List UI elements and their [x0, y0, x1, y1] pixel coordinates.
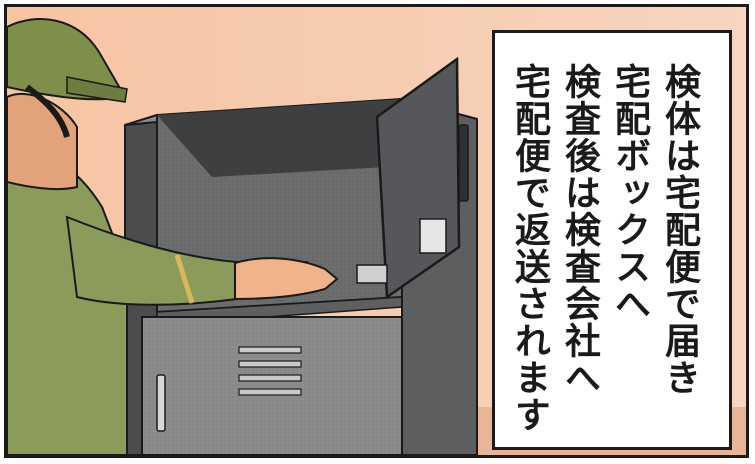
delivery-worker — [7, 18, 339, 455]
delivery-box — [124, 56, 478, 455]
caption-line-2: 宅配ボックスへ — [609, 63, 650, 322]
caption-line-3: 検査後は検査会社へ — [559, 63, 600, 396]
caption-line-4: 宅配便で返送されます — [509, 63, 550, 433]
caption-line-1: 検体は宅配便で届き — [659, 63, 700, 396]
caption-box: 検体は宅配便で届き 宅配ボックスへ 検査後は検査会社へ 宅配便で返送されます — [492, 30, 732, 450]
comic-panel: 検体は宅配便で届き 宅配ボックスへ 検査後は検査会社へ 宅配便で返送されます — [4, 4, 749, 458]
